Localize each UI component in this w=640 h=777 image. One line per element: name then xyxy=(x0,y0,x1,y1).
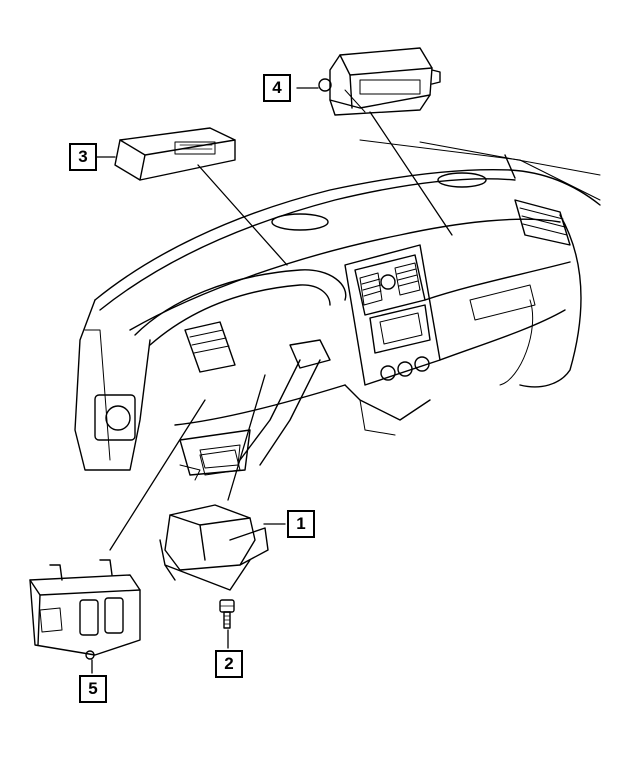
callout-1: 1 xyxy=(287,510,315,538)
part-2-bolt xyxy=(219,599,235,629)
callout-2: 2 xyxy=(215,650,243,678)
callout-3: 3 xyxy=(69,143,97,171)
part-4-module xyxy=(318,47,441,116)
part-1-module xyxy=(159,504,269,591)
part-5-module xyxy=(29,559,141,660)
callout-5: 5 xyxy=(79,675,107,703)
leader-lines xyxy=(91,87,453,674)
instrument-panel xyxy=(74,139,601,481)
part-3-module xyxy=(114,127,236,181)
callout-4: 4 xyxy=(263,74,291,102)
